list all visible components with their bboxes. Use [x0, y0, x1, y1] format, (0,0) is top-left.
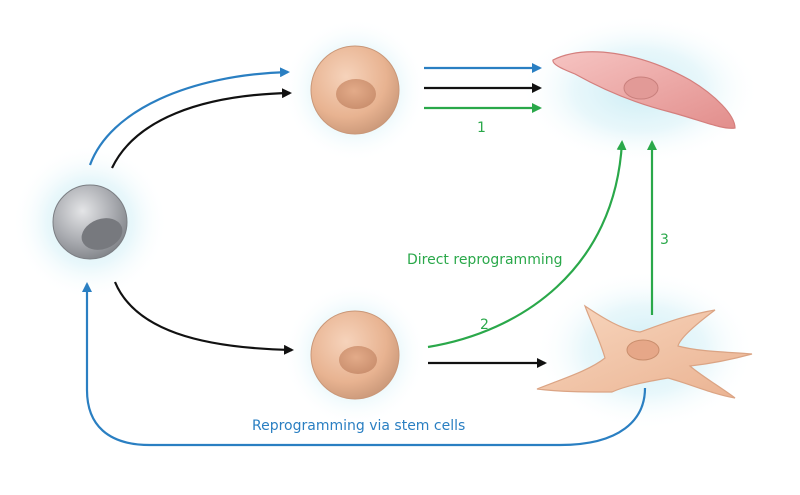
target-cell-nucleus — [623, 76, 659, 100]
fibroblast-nucleus — [626, 339, 660, 361]
stem-cell-nucleus — [81, 218, 123, 250]
black-arrow-stem-to-bottom — [113, 281, 294, 355]
bottom-cell-nucleus — [339, 346, 377, 374]
label-path-2: 2 — [480, 317, 489, 333]
stem-cell — [52, 184, 128, 260]
top-cell-nucleus — [336, 79, 376, 109]
bottom-round-cell — [310, 310, 400, 400]
label-path-1: 1 — [477, 120, 486, 136]
label-path-3: 3 — [660, 232, 669, 248]
target-spindle-cell — [552, 51, 736, 129]
blue-arrow-stem-to-top — [88, 67, 290, 166]
fibroblast-cell — [536, 304, 753, 399]
top-round-cell — [310, 45, 400, 135]
green-arrow-2 — [427, 140, 627, 349]
black-arrow-stem-to-top — [111, 88, 292, 169]
label-direct-reprogramming: Direct reprogramming — [407, 252, 563, 268]
blue-arrow-return-to-stem — [82, 282, 647, 447]
label-reprogramming-via-stem-cells: Reprogramming via stem cells — [252, 418, 466, 434]
